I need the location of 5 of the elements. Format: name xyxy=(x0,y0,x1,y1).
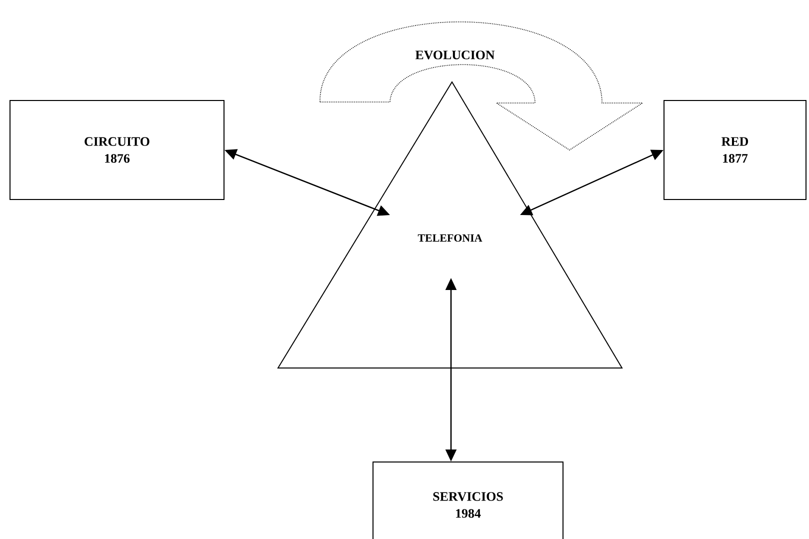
edge-label: EVOLUCION xyxy=(414,50,496,60)
box: RED 1877 xyxy=(664,100,806,200)
box: SERVICIOS 1984 xyxy=(372,462,564,539)
curved-arrow xyxy=(320,21,643,150)
box: CIRCUITO 1876 xyxy=(10,100,224,200)
